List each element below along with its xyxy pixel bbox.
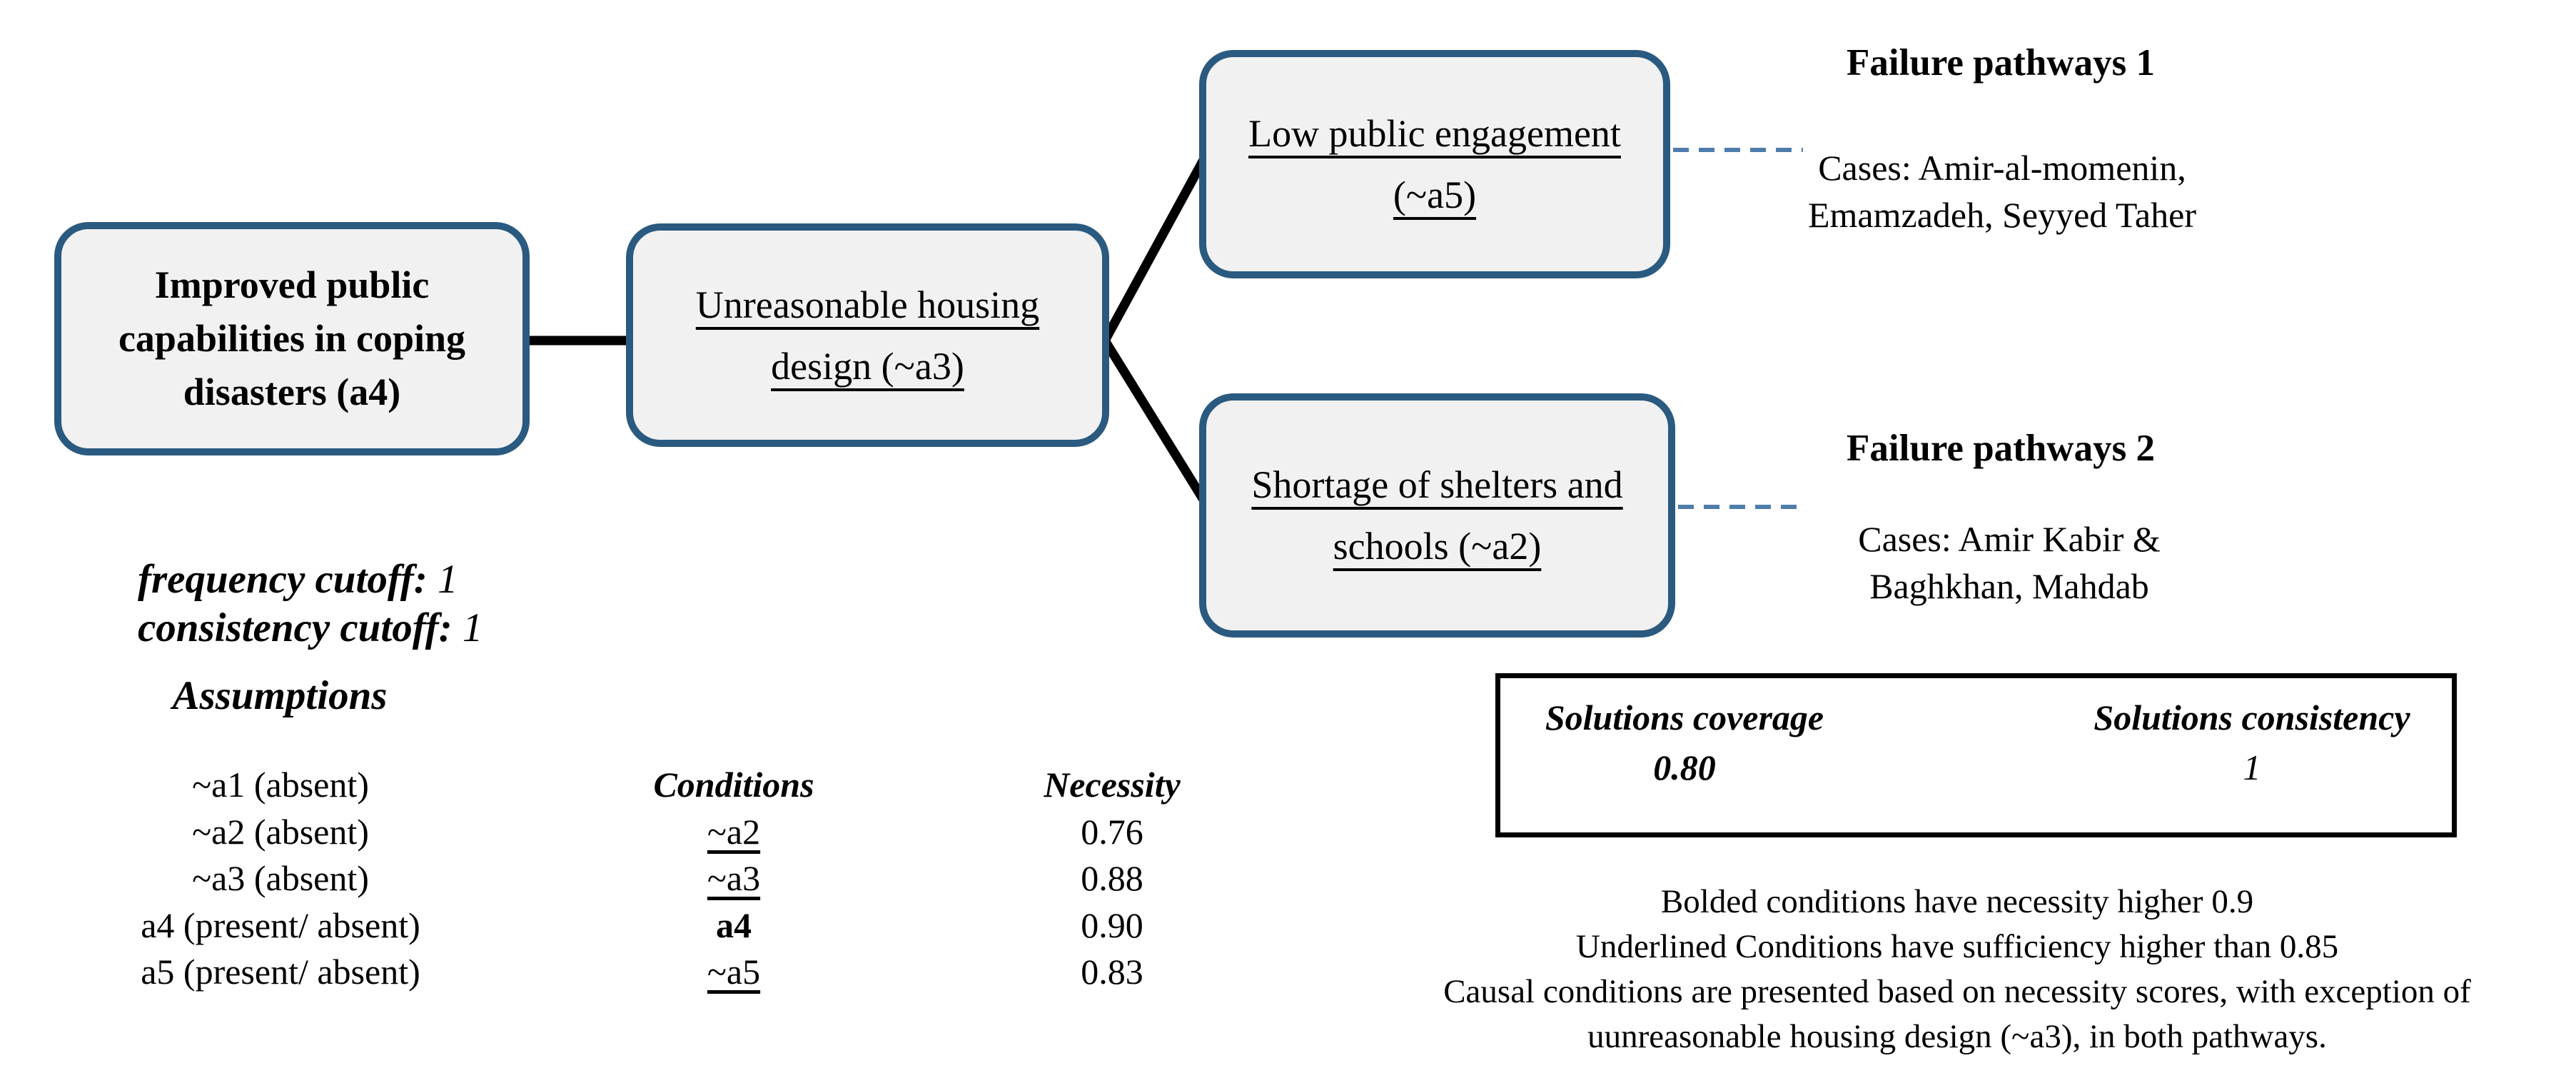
assumption-item: ~a1 (absent) [192,765,369,805]
failure-pathways-2-title: Failure pathways 2 [1847,428,2155,469]
node-unreasonable-housing-design: Unreasonable housing design (~a3) [626,223,1109,447]
node-low-public-engagement: Low public engagement (~a5) [1199,50,1670,278]
frequency-cutoff: frequency cutoff: 1 [138,555,483,604]
condition-value: ~a5 [707,952,761,992]
node-label-line: (~a5) [1393,173,1477,216]
assumption-item: ~a2 (absent) [192,811,369,852]
condition-cell: ~a3 [627,855,841,902]
assumption-item: ~a3 (absent) [192,858,369,898]
legend-note-line: Underlined Conditions have sufficiency h… [1575,928,2339,965]
necessity-cell: 0.76 [1081,811,1143,852]
node-label-line: design (~a3) [771,344,964,388]
condition-cell: ~a5 [627,949,841,996]
condition-cell: ~a2 [627,809,841,856]
conditions-header: Conditions [653,765,814,805]
assumption-item: a5 (present/ absent) [141,952,420,992]
consistency-cutoff-label: consistency cutoff: [138,605,453,650]
solutions-consistency-value: 1 [2243,747,2261,787]
node-label-line: schools (~a2) [1333,525,1542,568]
consistency-cutoff: consistency cutoff: 1 [138,604,483,653]
solutions-coverage-value: 0.80 [1653,747,1716,787]
legend-note-line: Causal conditions are presented based on… [1443,973,2471,1010]
node-label-line: Improved public [154,263,430,306]
necessity-cell: 0.90 [1081,905,1143,945]
node-label-line: capabilities in coping [118,317,466,360]
solutions-coverage: Solutions coverage 0.80 [1517,692,1852,792]
solutions-consistency: Solutions consistency 1 [2084,692,2420,792]
condition-value: ~a3 [707,858,761,898]
pathway1-cases-line: Cases: Amir-al-momenin, [1818,148,2186,188]
frequency-cutoff-label: frequency cutoff: [138,557,428,602]
solutions-consistency-label: Solutions consistency [2093,697,2410,737]
node-label-line: disasters (a4) [183,371,401,413]
assumptions-list: ~a1 (absent) ~a2 (absent) ~a3 (absent) a… [66,762,495,996]
solutions-summary-box: Solutions coverage 0.80 Solutions consis… [1495,673,2457,837]
legend-notes: Bolded conditions have necessity higher … [1340,880,2575,1059]
necessity-header: Necessity [1044,765,1181,805]
node-label-line: Shortage of shelters and [1251,463,1623,506]
assumptions-title: Assumptions [172,673,388,718]
node-label-line: Unreasonable housing [695,283,1040,326]
branch-line-pathway2 [1101,338,1208,503]
necessity-cell: 0.88 [1081,858,1143,898]
cutoff-settings: frequency cutoff: 1 consistency cutoff: … [138,555,483,653]
legend-note-line: Bolded conditions have necessity higher … [1660,883,2254,920]
node-label-line: Low public engagement [1248,112,1621,155]
failure-pathways-1-title: Failure pathways 1 [1847,42,2155,84]
solutions-coverage-label: Solutions coverage [1545,697,1824,737]
pathway1-cases-line: Emamzadeh, Seyyed Taher [1808,195,2196,235]
frequency-cutoff-value: 1 [427,557,458,602]
pathway2-cases-line: Cases: Amir Kabir & [1858,519,2161,559]
legend-note-line: uunreasonable housing design (~a3), in b… [1587,1018,2327,1055]
consistency-cutoff-value: 1 [452,605,483,650]
condition-value: ~a2 [707,811,761,852]
conditions-column: Conditions ~a2 ~a3 a4 ~a5 [627,762,841,996]
node-improved-public-capabilities: Improved public capabilities in coping d… [54,222,530,455]
condition-value: a4 [716,905,752,945]
pathway1-cases: Cases: Amir-al-momenin, Emamzadeh, Seyye… [1742,144,2263,238]
pathway2-cases: Cases: Amir Kabir & Baghkhan, Mahdab [1749,515,2270,610]
necessity-cell: 0.83 [1081,952,1143,992]
pathway2-cases-line: Baghkhan, Mahdab [1869,566,2149,606]
node-shortage-of-shelters: Shortage of shelters and schools (~a2) [1199,393,1675,638]
necessity-column: Necessity 0.76 0.88 0.90 0.83 [1005,762,1219,996]
condition-cell: a4 [627,902,841,949]
branch-line-pathway1 [1101,157,1208,343]
assumption-item: a4 (present/ absent) [141,905,420,945]
